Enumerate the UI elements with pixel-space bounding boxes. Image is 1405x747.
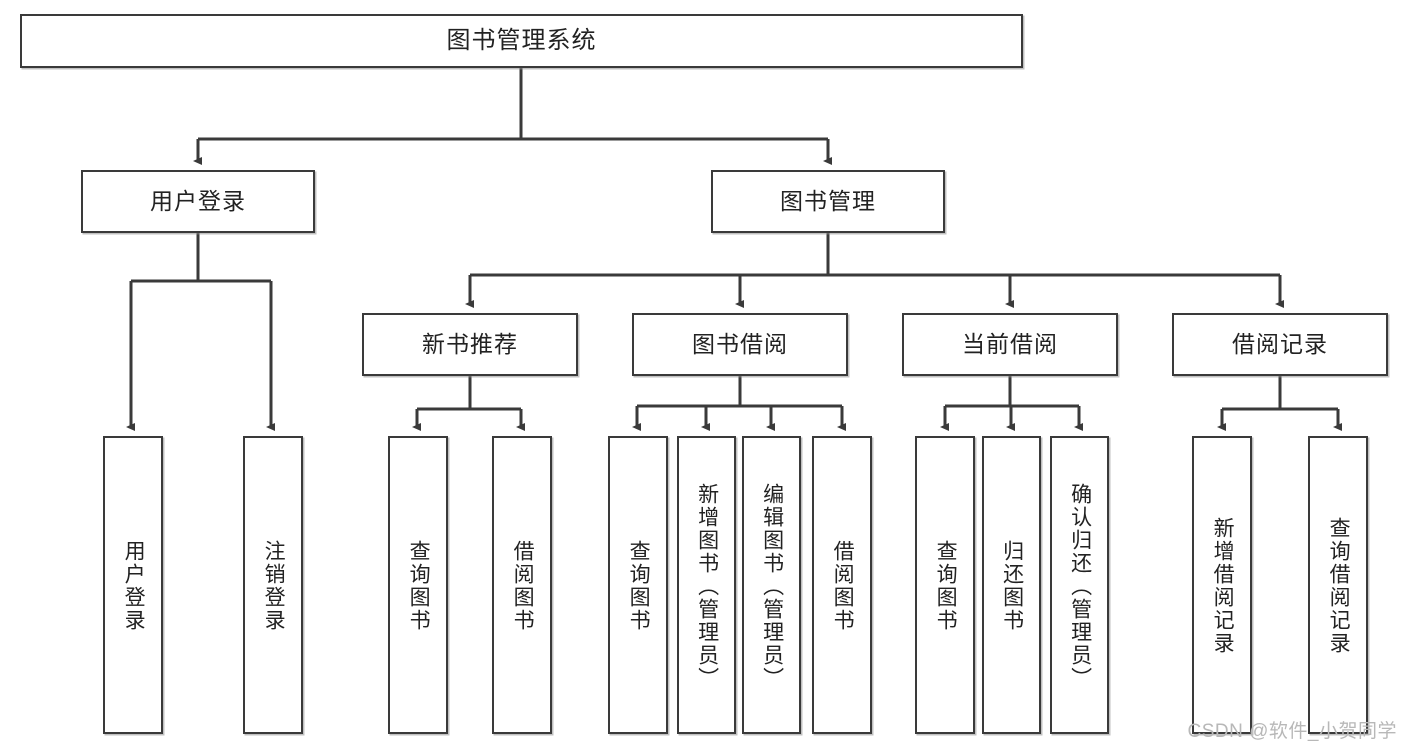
leaf-current-borrow-confirm-return-admin[interactable]: 确认归还（管理员） <box>1050 436 1109 734</box>
leaf-borrow-record-add-record[interactable]: 新增借阅记录 <box>1192 436 1252 734</box>
node-label: 新增借阅记录 <box>1211 517 1235 655</box>
node-label: 图书管理 <box>780 187 876 214</box>
node-label: 新书推荐 <box>422 330 518 357</box>
node-borrow-record[interactable]: 借阅记录 <box>1172 313 1388 376</box>
node-label: 查询图书 <box>407 540 431 632</box>
node-label: 确认归还（管理员） <box>1068 482 1092 690</box>
node-label: 借阅记录 <box>1232 330 1328 357</box>
leaf-user-login-login[interactable]: 用户登录 <box>103 436 163 734</box>
node-user-login[interactable]: 用户登录 <box>81 170 315 233</box>
leaf-book-borrow-edit-book-admin[interactable]: 编辑图书（管理员） <box>742 436 801 734</box>
watermark-csdn: CSDN @软件_小贺同学 <box>1187 721 1397 742</box>
node-label: 归还图书 <box>1000 540 1024 632</box>
node-label: 查询图书 <box>934 540 958 632</box>
node-label: 图书借阅 <box>692 330 788 357</box>
leaf-new-book-query-book[interactable]: 查询图书 <box>388 436 448 734</box>
leaf-new-book-borrow-book[interactable]: 借阅图书 <box>492 436 552 734</box>
node-label: 借阅图书 <box>831 540 855 632</box>
leaf-user-login-logout[interactable]: 注销登录 <box>243 436 303 734</box>
node-label: 用户登录 <box>150 187 246 214</box>
node-book-management[interactable]: 图书管理 <box>711 170 945 233</box>
node-label: 用户登录 <box>122 540 146 632</box>
leaf-borrow-record-query-record[interactable]: 查询借阅记录 <box>1308 436 1368 734</box>
leaf-current-borrow-return-book[interactable]: 归还图书 <box>982 436 1041 734</box>
node-label: 注销登录 <box>262 540 286 632</box>
node-label: 借阅图书 <box>511 540 535 632</box>
leaf-current-borrow-query-book[interactable]: 查询图书 <box>915 436 975 734</box>
node-book-borrow[interactable]: 图书借阅 <box>632 313 848 376</box>
node-label: 当前借阅 <box>962 330 1058 357</box>
node-label: 查询借阅记录 <box>1327 517 1351 655</box>
node-root-book-management-system[interactable]: 图书管理系统 <box>20 14 1023 68</box>
leaf-book-borrow-borrow-book[interactable]: 借阅图书 <box>812 436 872 734</box>
node-label: 查询图书 <box>627 540 651 632</box>
node-label: 编辑图书（管理员） <box>760 482 784 690</box>
leaf-book-borrow-add-book-admin[interactable]: 新增图书（管理员） <box>677 436 736 734</box>
node-label: 新增图书（管理员） <box>695 482 719 690</box>
leaf-book-borrow-query-book[interactable]: 查询图书 <box>608 436 668 734</box>
node-current-borrow[interactable]: 当前借阅 <box>902 313 1118 376</box>
node-new-book-recommend[interactable]: 新书推荐 <box>362 313 578 376</box>
node-label: 图书管理系统 <box>446 26 597 54</box>
